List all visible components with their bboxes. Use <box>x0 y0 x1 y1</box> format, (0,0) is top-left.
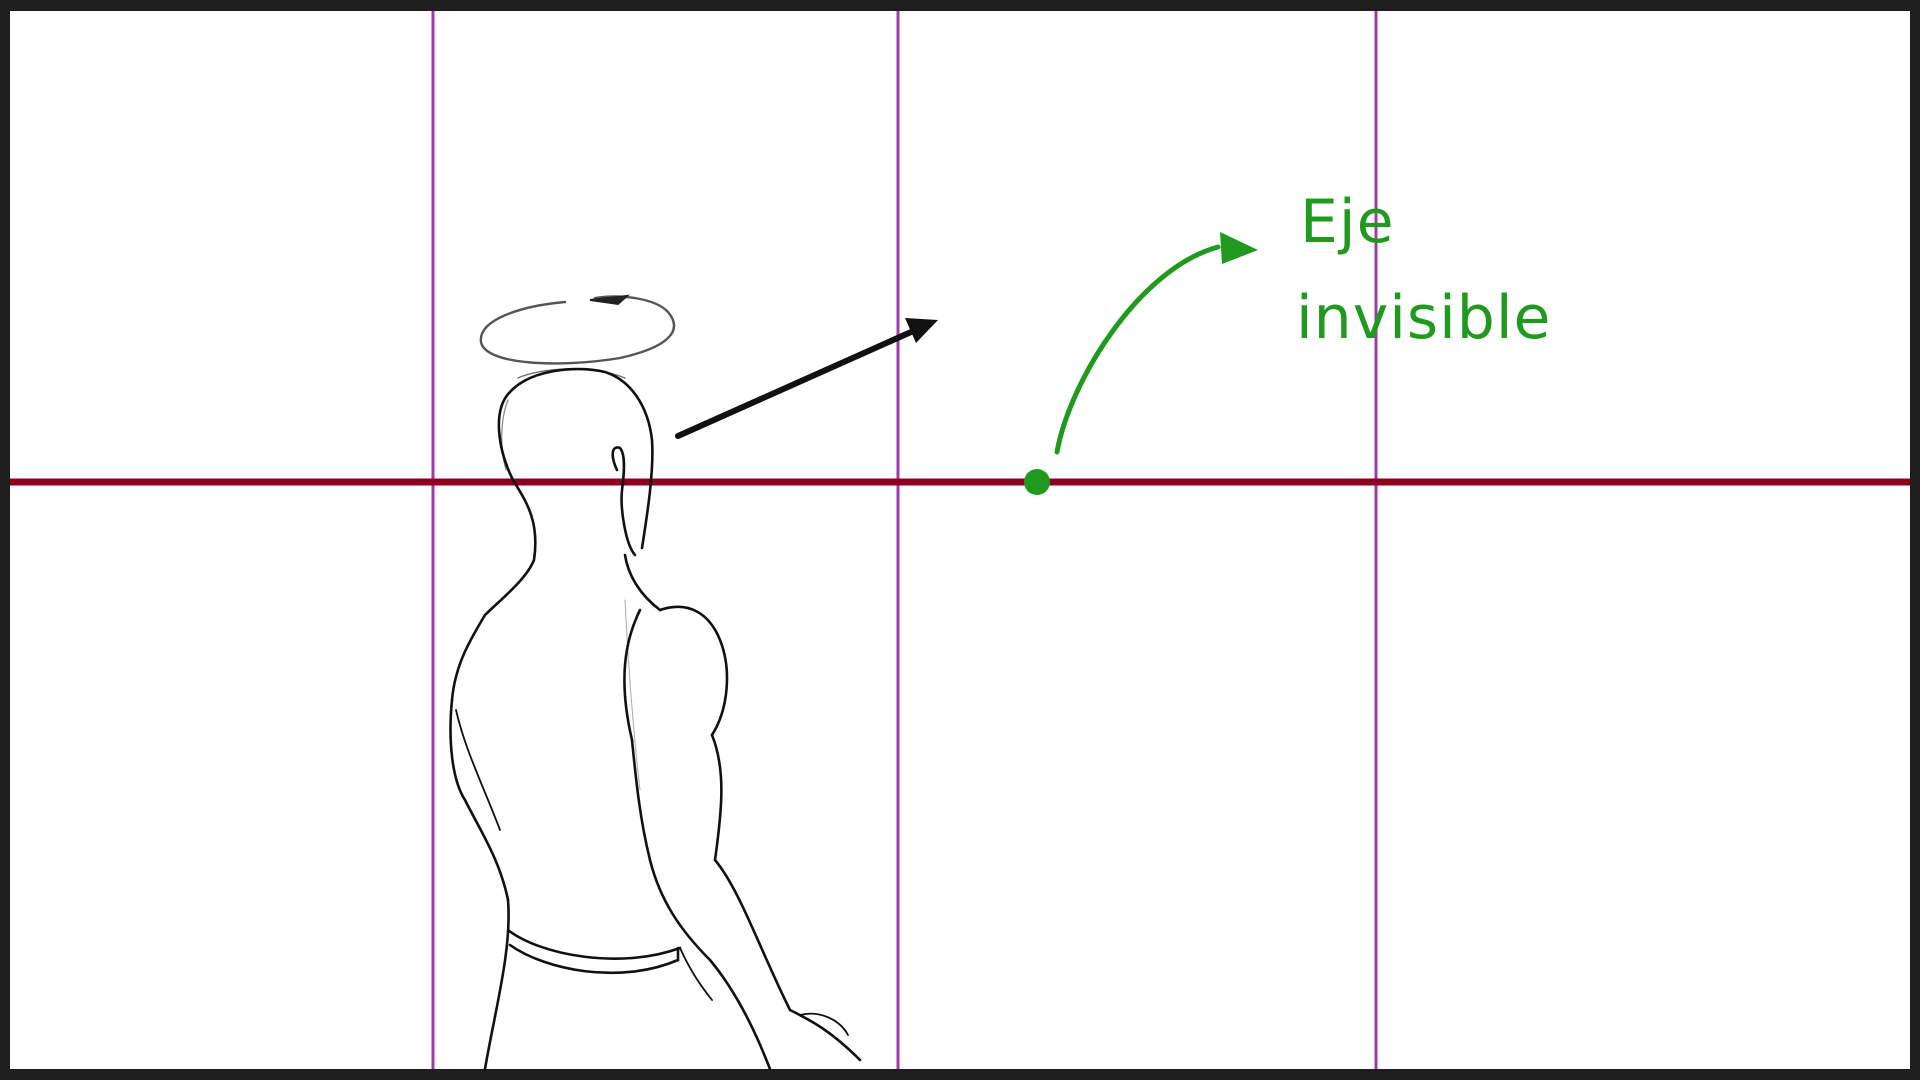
dot-icon <box>1024 469 1050 495</box>
annotation-line-2: invisible <box>1296 283 1552 353</box>
direction-arrow-icon <box>675 318 938 439</box>
annotation-line-1: Eje <box>1300 187 1395 257</box>
rotation-ellipse-arrow-icon <box>479 294 676 365</box>
curved-arrow-icon <box>1054 232 1258 455</box>
vertical-guides <box>431 11 1378 1069</box>
figure-sketch <box>449 367 862 1071</box>
drawing-canvas[interactable] <box>10 11 1910 1069</box>
